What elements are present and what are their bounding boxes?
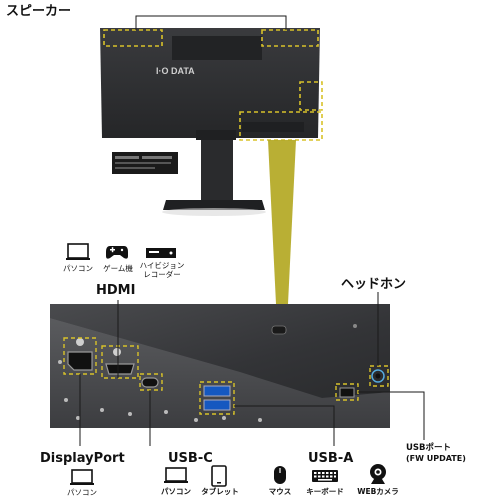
usb-port-sublabel: (FW UPDATE) [406, 454, 466, 463]
headphone-label: ヘッドホン [341, 277, 407, 292]
laptop-icon [164, 467, 188, 483]
hdmi-label: HDMI [96, 283, 136, 298]
displayport-label: DisplayPort [40, 451, 125, 466]
monitor-rear [100, 28, 320, 216]
laptop-icon [70, 469, 94, 485]
mouse-icon [274, 466, 286, 484]
speaker-leader [135, 15, 287, 30]
recorder-icon [146, 248, 176, 258]
device-label: パソコン [161, 487, 191, 496]
gamepad-icon [106, 246, 128, 259]
device-label: ゲーム機 [103, 264, 133, 273]
device-label: タブレット [201, 487, 239, 496]
webcam-icon [370, 464, 386, 484]
laptop-icon [66, 243, 90, 260]
usb-port-label: USBポート [406, 443, 452, 453]
device-label: パソコン [63, 264, 93, 273]
connector-panel [50, 304, 390, 428]
tablet-icon [211, 465, 227, 487]
usb-a-label: USB-A [308, 451, 354, 466]
usb-c-label: USB-C [168, 451, 213, 466]
leader-lines [79, 292, 425, 446]
device-label: キーボード [306, 487, 344, 496]
device-label: パソコン [67, 488, 97, 497]
zoom-funnel [268, 140, 296, 304]
device-label: WEBカメラ [357, 487, 399, 496]
brand-logo: I·O DATA [156, 66, 195, 76]
speaker-label: スピーカー [6, 4, 72, 19]
device-label: マウス [268, 487, 292, 496]
device-label: ハイビジョン レコーダー [139, 261, 185, 279]
keyboard-icon [312, 470, 338, 482]
